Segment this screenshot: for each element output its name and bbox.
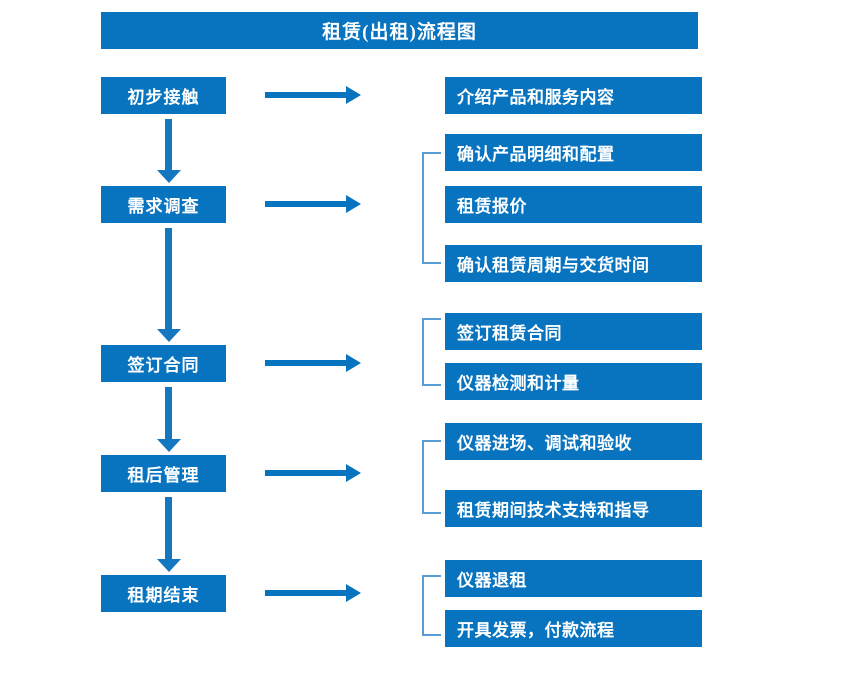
detail-box-4[interactable]: 确认租赁周期与交货时间: [445, 245, 702, 282]
detail-arrow-4: [265, 464, 361, 482]
detail-box-8[interactable]: 租赁期间技术支持和指导: [445, 490, 702, 527]
arrow-shaft: [265, 92, 347, 98]
stage-box-2[interactable]: 需求调查: [101, 186, 226, 223]
arrow-shaft: [265, 470, 347, 476]
detail-box-5[interactable]: 签订租赁合同: [445, 313, 702, 350]
detail-box-1[interactable]: 介绍产品和服务内容: [445, 77, 702, 114]
stage-box-3[interactable]: 签订合同: [101, 345, 226, 382]
arrow-shaft: [265, 360, 347, 366]
arrow-head: [346, 86, 361, 104]
detail-group-bracket-4: [422, 440, 441, 514]
arrow-head: [346, 195, 361, 213]
detail-arrow-2: [265, 195, 361, 213]
detail-group-bracket-5: [422, 575, 441, 636]
arrow-shaft: [165, 228, 172, 329]
arrow-head: [346, 464, 361, 482]
stage-box-4[interactable]: 租后管理: [101, 455, 226, 492]
detail-arrow-5: [265, 584, 361, 602]
page-title: 租赁(出租)流程图: [101, 12, 698, 49]
detail-box-2[interactable]: 确认产品明细和配置: [445, 134, 702, 171]
detail-arrow-3: [265, 354, 361, 372]
detail-box-10[interactable]: 开具发票，付款流程: [445, 610, 702, 647]
stage-box-1[interactable]: 初步接触: [101, 77, 226, 114]
arrow-shaft: [165, 387, 172, 439]
arrow-head: [157, 559, 181, 572]
arrow-shaft: [165, 497, 172, 559]
stage-arrow-1-to-2: [157, 119, 181, 183]
detail-arrow-1: [265, 86, 361, 104]
arrow-head: [157, 439, 181, 452]
arrow-shaft: [265, 590, 347, 596]
arrow-head: [346, 584, 361, 602]
stage-arrow-2-to-3: [157, 228, 181, 342]
arrow-shaft: [165, 119, 172, 170]
detail-box-6[interactable]: 仪器检测和计量: [445, 363, 702, 400]
detail-box-3[interactable]: 租赁报价: [445, 186, 702, 223]
detail-group-bracket-3: [422, 318, 441, 386]
arrow-head: [157, 329, 181, 342]
detail-box-9[interactable]: 仪器退租: [445, 560, 702, 597]
detail-group-bracket-2: [422, 152, 441, 264]
detail-box-7[interactable]: 仪器进场、调试和验收: [445, 423, 702, 460]
arrow-head: [346, 354, 361, 372]
stage-arrow-4-to-5: [157, 497, 181, 572]
arrow-head: [157, 170, 181, 183]
arrow-shaft: [265, 201, 347, 207]
stage-arrow-3-to-4: [157, 387, 181, 452]
stage-box-5[interactable]: 租期结束: [101, 575, 226, 612]
